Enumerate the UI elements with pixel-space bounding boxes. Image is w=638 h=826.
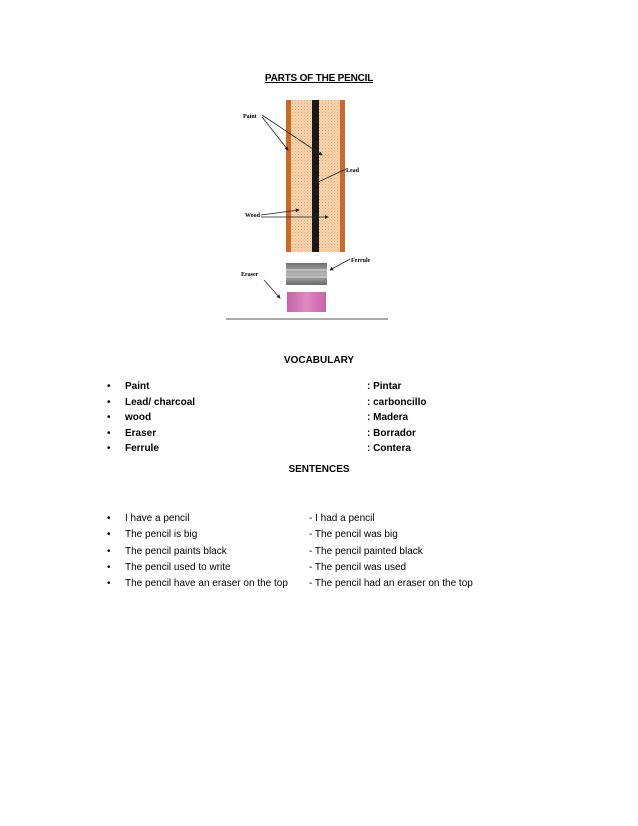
label-paint: Paint	[243, 114, 257, 120]
bullet: •	[107, 443, 111, 455]
pencil-wood-right	[319, 100, 340, 252]
vocab-term: Paint	[125, 381, 150, 392]
sentence-present: The pencil is big	[125, 529, 198, 541]
sentences-heading: SENTENCES	[288, 464, 350, 475]
sentence-past: - I had a pencil	[309, 513, 375, 524]
pencil-eraser	[287, 292, 326, 312]
pencil-paint-left	[286, 100, 291, 252]
pencil-paint-right	[340, 100, 345, 252]
sentence-past: - The pencil was used	[309, 561, 407, 573]
sentence-past: - The pencil was big	[309, 529, 398, 541]
bullet: •	[107, 578, 111, 590]
sentence-present: The pencil paints black	[125, 545, 227, 557]
pencil-wood-left	[291, 100, 312, 252]
vocab-term: Eraser	[125, 427, 157, 439]
vocab-term: Lead/ charcoal	[125, 396, 196, 408]
label-ferrule: Ferrule	[351, 258, 371, 264]
sentence-present: I have a pencil	[125, 513, 190, 524]
diagram-arrows	[260, 114, 351, 299]
label-lead: Lead	[346, 168, 360, 174]
pencil-ferrule	[286, 263, 327, 285]
vocab-term: wood	[125, 412, 152, 424]
vocab-translation: : Madera	[367, 412, 409, 424]
vocab-term: Ferrule	[125, 443, 159, 455]
vocab-translation: : Pintar	[367, 381, 402, 392]
vocab-translation: : Contera	[367, 443, 411, 455]
sentence-past: - The pencil painted black	[309, 545, 423, 557]
bullet: •	[107, 396, 111, 408]
bullet: •	[107, 545, 111, 557]
vocab-translation: : Borrador	[367, 427, 416, 439]
vocab-translation: : carboncillo	[367, 396, 427, 408]
sentence-past: - The pencil had an eraser on the top	[309, 578, 473, 590]
label-eraser: Eraser	[241, 272, 259, 278]
bullet: •	[107, 412, 111, 424]
sentence-present: The pencil have an eraser on the top	[125, 578, 288, 590]
bullet: •	[107, 561, 111, 573]
bullet: •	[107, 529, 111, 541]
sentence-present: The pencil used to write	[125, 561, 231, 573]
bullet: •	[107, 381, 111, 392]
label-wood: Wood	[245, 213, 261, 219]
page-title: PARTS OF THE PENCIL	[264, 73, 374, 84]
pencil-lead	[312, 100, 319, 252]
pencil-diagram: Paint Lead Wood Ferrule Eraser	[226, 100, 388, 320]
vocabulary-heading: VOCABULARY	[283, 355, 355, 366]
bullet: •	[107, 427, 111, 439]
bullet: •	[107, 513, 111, 524]
